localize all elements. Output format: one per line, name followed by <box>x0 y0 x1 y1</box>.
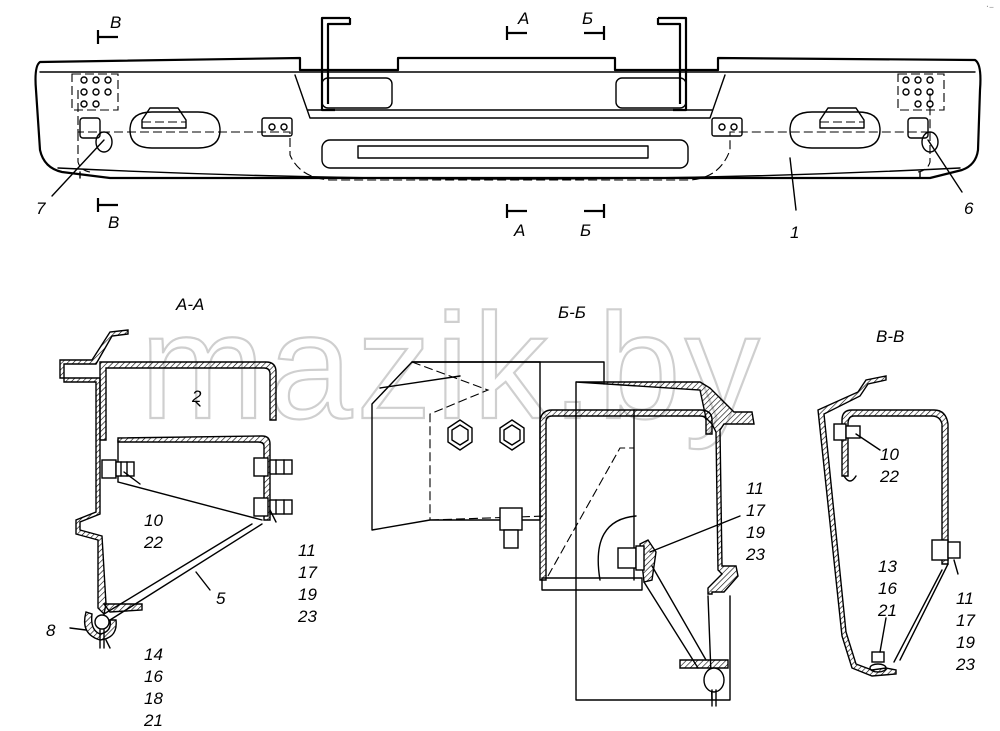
bumper-outline <box>34 56 982 180</box>
hex-bolt-1 <box>447 419 473 451</box>
cut-mark-a-top: А <box>517 9 529 28</box>
aa-label-5: 5 <box>216 589 226 608</box>
vv-label-23: 23 <box>955 655 975 674</box>
aa-label-16: 16 <box>144 667 163 686</box>
fog-lamp-left <box>129 107 221 149</box>
vv-label-21: 21 <box>877 601 897 620</box>
aa-label-8: 8 <box>46 621 56 640</box>
bb-label-11: 11 <box>746 479 764 498</box>
vv-label-16: 16 <box>878 579 897 598</box>
cut-mark-a-bottom: А <box>513 221 525 240</box>
aa-label-19: 19 <box>298 585 317 604</box>
section-aa: А-А <box>46 295 317 730</box>
aa-label-23: 23 <box>297 607 317 626</box>
cut-mark-v-bottom: В <box>108 213 119 232</box>
aa-label-10: 10 <box>144 511 163 530</box>
vv-label-13: 13 <box>878 557 897 576</box>
bb-label-23: 23 <box>745 545 765 564</box>
fog-lamp-right <box>789 107 881 149</box>
bolt-aa-right-upper <box>253 457 293 477</box>
side-plate-right <box>897 73 945 153</box>
label-part-6: 6 <box>964 199 974 218</box>
hex-bolt-2 <box>499 419 525 451</box>
aa-label-14: 14 <box>144 645 163 664</box>
bolt-aa-left <box>101 459 135 479</box>
vv-label-19: 19 <box>956 633 975 652</box>
cut-mark-b-top: Б <box>582 9 593 28</box>
label-part-1: 1 <box>790 223 799 242</box>
bolt-vv-lower <box>931 539 961 561</box>
aa-label-21: 21 <box>143 711 163 730</box>
bb-label-17: 17 <box>746 501 765 520</box>
aa-label-11: 11 <box>298 541 316 560</box>
vv-label-22: 22 <box>879 467 899 486</box>
label-part-7: 7 <box>36 199 46 218</box>
bolt-vv-bottom <box>869 651 887 673</box>
section-bb: Б-Б <box>371 303 765 707</box>
aa-label-22: 22 <box>143 533 163 552</box>
front-view: В В А А Б Б 7 6 1 <box>34 9 982 242</box>
corner-mark: ·– <box>985 2 994 13</box>
vv-label-10: 10 <box>880 445 899 464</box>
vv-label-17: 17 <box>956 611 975 630</box>
section-bb-title: Б-Б <box>558 303 586 322</box>
frame-bracket-right <box>656 16 688 112</box>
aa-label-2: 2 <box>191 387 202 406</box>
section-vv-title: В-В <box>876 327 904 346</box>
vv-label-11: 11 <box>956 589 974 608</box>
bb-label-19: 19 <box>746 523 765 542</box>
bolt-vv-upper <box>833 423 861 441</box>
section-aa-title: А-А <box>175 295 204 314</box>
section-vv: В-В 10 22 13 16 21 11 17 19 23 <box>817 327 975 677</box>
cut-mark-v-top: В <box>110 13 121 32</box>
side-plate-left <box>71 73 119 153</box>
bolt-aa-right-lower <box>253 497 293 517</box>
frame-bracket-left <box>320 16 352 112</box>
cut-mark-b-bottom: Б <box>580 221 591 240</box>
aa-label-17: 17 <box>298 563 317 582</box>
aa-label-18: 18 <box>144 689 163 708</box>
